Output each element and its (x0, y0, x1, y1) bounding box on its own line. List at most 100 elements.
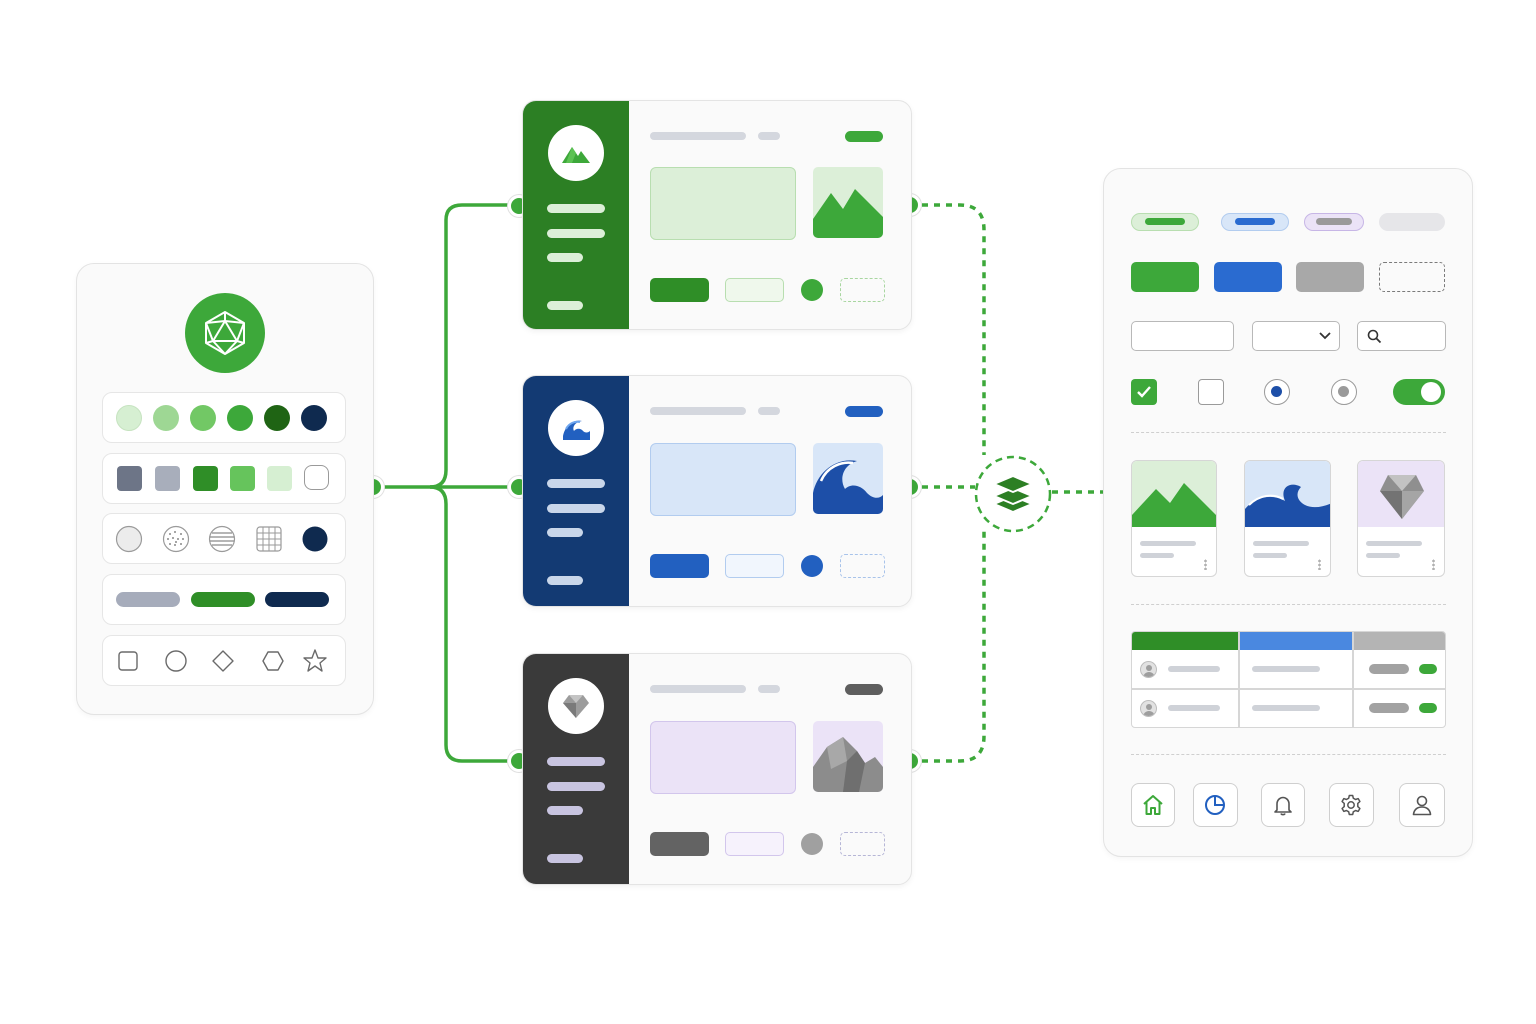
dark-theme-card[interactable] (522, 653, 912, 885)
header-line (650, 685, 746, 693)
mountain-icon (562, 147, 590, 163)
texture-row (102, 513, 346, 564)
check-icon (1137, 386, 1151, 398)
header-accent (845, 131, 883, 142)
grid-texture-swatch (256, 526, 282, 552)
primary-button[interactable] (650, 278, 709, 302)
more-icon[interactable] (1318, 559, 1321, 570)
section-divider (1131, 432, 1446, 433)
checkbox-unchecked[interactable] (1198, 379, 1224, 405)
diamond-shape (212, 650, 234, 672)
color-swatch[interactable] (301, 405, 327, 431)
surface-swatch[interactable] (304, 465, 329, 490)
text-input[interactable] (1131, 321, 1234, 351)
color-swatch[interactable] (116, 405, 142, 431)
media-card-mountain[interactable] (1131, 460, 1217, 577)
surface-swatch[interactable] (155, 466, 180, 491)
color-swatch[interactable] (227, 405, 253, 431)
avatar (1140, 661, 1157, 678)
mountain-image-icon (813, 189, 883, 238)
table-header-cell[interactable] (1353, 632, 1445, 650)
media-card-wave[interactable] (1244, 460, 1331, 577)
dashed-from-dark-theme (910, 530, 986, 763)
secondary-button[interactable] (725, 278, 784, 302)
sidebar-line (547, 479, 605, 488)
pill-swatch[interactable] (191, 592, 255, 607)
image-placeholder (813, 443, 883, 514)
ghost-button[interactable] (840, 832, 885, 856)
user-icon (1412, 795, 1432, 816)
button-blue[interactable] (1214, 262, 1282, 292)
blue-theme-card[interactable] (522, 375, 912, 607)
dashed-from-green-theme (910, 203, 986, 455)
table-header-cell[interactable] (1132, 632, 1238, 650)
pill-swatch[interactable] (116, 592, 180, 607)
chip-lavender[interactable] (1304, 213, 1364, 231)
header-accent (845, 406, 883, 417)
striped-texture-swatch (208, 525, 236, 553)
content-placeholder (650, 443, 796, 516)
home-icon (1143, 795, 1163, 815)
color-swatch[interactable] (264, 405, 290, 431)
image-placeholder (813, 721, 883, 792)
pie-chart-icon (1205, 795, 1225, 815)
color-swatch[interactable] (190, 405, 216, 431)
search-input[interactable] (1357, 321, 1446, 351)
pill-swatch[interactable] (265, 592, 329, 607)
checkbox-checked[interactable] (1131, 379, 1157, 405)
primary-button[interactable] (650, 554, 709, 578)
surface-swatch[interactable] (267, 466, 292, 491)
color-swatch[interactable] (153, 405, 179, 431)
media-card-gem[interactable] (1357, 460, 1445, 577)
flat-texture-swatch (115, 525, 143, 553)
surface-swatch[interactable] (193, 466, 218, 491)
secondary-button[interactable] (725, 554, 784, 578)
table-header-cell[interactable] (1239, 632, 1352, 650)
status-badge (1419, 703, 1437, 713)
more-icon[interactable] (1204, 559, 1207, 570)
section-divider (1131, 604, 1446, 605)
sidebar-line (547, 504, 605, 513)
radio-indicator[interactable] (801, 833, 823, 855)
wave-image-icon (813, 460, 883, 514)
bell-icon (1274, 796, 1292, 816)
surface-swatch[interactable] (230, 466, 255, 491)
sidebar-line (547, 528, 583, 537)
nav-profile-button[interactable] (1399, 783, 1445, 827)
sidebar-avatar (548, 400, 604, 456)
button-green[interactable] (1131, 262, 1199, 292)
nav-settings-button[interactable] (1329, 783, 1374, 827)
more-icon[interactable] (1432, 559, 1435, 570)
nav-notifications-button[interactable] (1261, 783, 1305, 827)
radio-indicator[interactable] (801, 279, 823, 301)
star-shape (303, 649, 327, 672)
ghost-button[interactable] (840, 278, 885, 302)
select-input[interactable] (1252, 321, 1340, 351)
radio-disabled[interactable] (1331, 379, 1357, 405)
button-gray[interactable] (1296, 262, 1364, 292)
connector-to-green-theme (429, 203, 519, 489)
sidebar-line (547, 806, 583, 815)
nav-analytics-button[interactable] (1193, 783, 1238, 827)
button-dashed[interactable] (1379, 262, 1445, 292)
chip-blue[interactable] (1221, 213, 1289, 231)
sidebar-line (547, 229, 605, 238)
image-placeholder (813, 167, 883, 238)
nav-home-button[interactable] (1131, 783, 1175, 827)
radio-indicator[interactable] (801, 555, 823, 577)
toggle-switch[interactable] (1393, 379, 1445, 405)
surface-swatch[interactable] (117, 466, 142, 491)
chip-green[interactable] (1131, 213, 1199, 231)
primary-button[interactable] (650, 832, 709, 856)
ghost-button[interactable] (840, 554, 885, 578)
chip-neutral[interactable] (1379, 213, 1445, 231)
hexagon-shape (262, 651, 284, 671)
header-line (650, 132, 746, 140)
design-tokens-panel (76, 263, 374, 715)
header-accent (845, 684, 883, 695)
green-theme-card[interactable] (522, 100, 912, 330)
header-line-short (758, 132, 780, 140)
radio-selected[interactable] (1264, 379, 1290, 405)
dotted-texture-swatch (162, 525, 190, 553)
secondary-button[interactable] (725, 832, 784, 856)
